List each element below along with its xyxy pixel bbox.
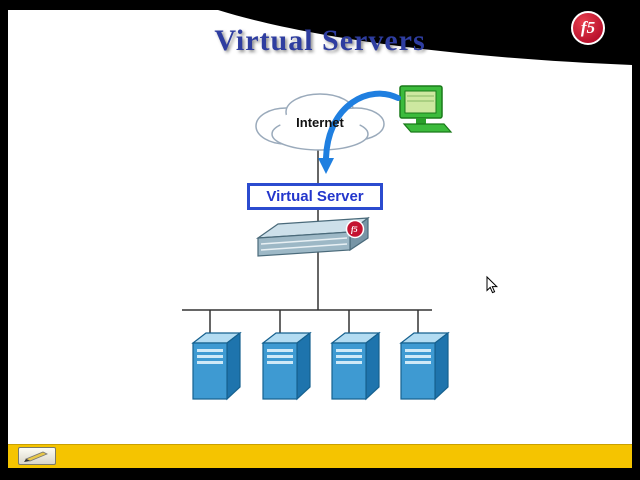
server-tower bbox=[331, 332, 380, 400]
network-diagram: f5 bbox=[182, 85, 499, 400]
internet-label: Internet bbox=[296, 115, 344, 130]
presentation-slide: f5 Virtual Servers Internet Virtual Serv… bbox=[8, 10, 632, 468]
connection-arrow-icon bbox=[318, 90, 401, 174]
f5-logo: f5 bbox=[571, 11, 605, 45]
server-tower bbox=[192, 332, 241, 400]
virtual-server-label: Virtual Server bbox=[266, 188, 364, 205]
server-tower bbox=[400, 332, 449, 400]
appliance-brand-label: f5 bbox=[351, 225, 358, 234]
client-computer-icon bbox=[399, 85, 453, 133]
virtual-server-box: Virtual Server bbox=[247, 183, 383, 210]
f5-ball-icon bbox=[345, 219, 365, 239]
page-title: Virtual Servers bbox=[214, 24, 426, 57]
top-swoosh-decoration bbox=[218, 10, 632, 65]
mouse-cursor bbox=[486, 275, 499, 294]
annotation-tool-button[interactable] bbox=[18, 447, 56, 465]
bottom-bar bbox=[8, 444, 632, 468]
server-tower bbox=[262, 332, 311, 400]
pencil-icon bbox=[24, 451, 48, 462]
f5-logo-text: f5 bbox=[580, 18, 596, 37]
bigip-appliance-icon: f5 bbox=[255, 216, 370, 257]
